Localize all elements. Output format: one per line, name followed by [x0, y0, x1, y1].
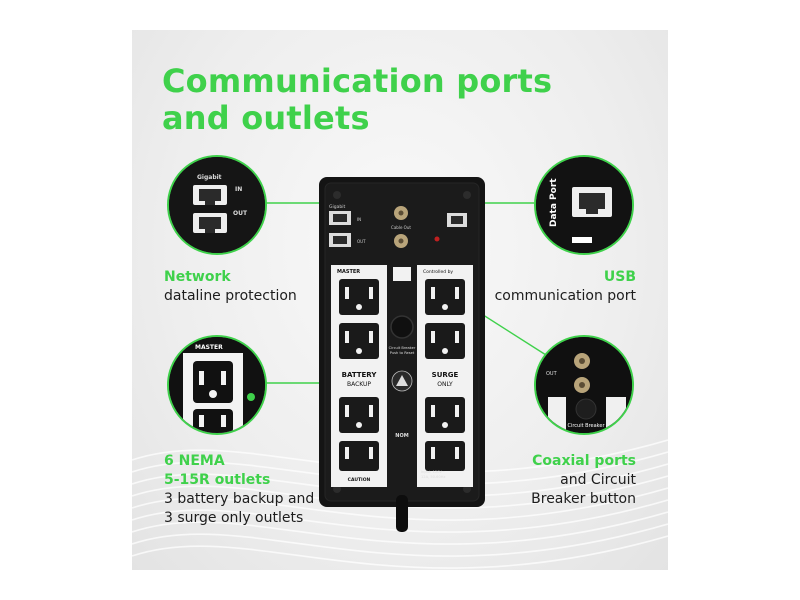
nema-callout: 6 NEMA 5-15R outlets 3 battery backup an… — [164, 452, 314, 528]
usb-port-closeup: Data Port — [534, 155, 634, 255]
network-callout: Network dataline protection — [164, 268, 297, 306]
only-label: ONLY — [437, 381, 453, 388]
coaxial-callout: Coaxial ports and Circuit Breaker button — [531, 452, 636, 509]
device-push-reset-label: Push to Reset — [390, 351, 415, 355]
coaxial-text-line-1: and Circuit — [560, 472, 636, 488]
usb-title: USB — [603, 269, 636, 285]
power-cord — [396, 495, 408, 532]
network-title: Network — [164, 269, 231, 285]
ups-device-rear: Gigabit IN OUT Cable Out MASTER BATTERY … — [319, 177, 485, 532]
input-rating-line2: 12A, 50-60Hz — [421, 475, 445, 479]
nema-title-line-1: 6 NEMA — [164, 453, 225, 469]
nema-title-line-2: 5-15R outlets — [164, 472, 271, 488]
data-port-label: Data Port — [549, 178, 559, 227]
device-in-label: IN — [357, 217, 361, 222]
battery-label: BATTERY — [342, 371, 378, 379]
nema-text-line-2: 3 surge only outlets — [164, 510, 304, 526]
device-circuit-breaker-label: Circuit Breaker — [389, 346, 416, 350]
coaxial-title: Coaxial ports — [532, 453, 636, 469]
backup-label: BACKUP — [347, 381, 371, 388]
coaxial-text-line-2: Breaker button — [531, 491, 636, 507]
in-label: IN — [235, 186, 242, 193]
device-out-label: OUT — [357, 239, 366, 244]
surge-label: SURGE — [432, 371, 459, 379]
input-rating-line1: Input: 120V~ — [421, 470, 445, 474]
headline-line-2: and outlets — [162, 99, 370, 137]
caution-label: CAUTION — [348, 477, 371, 483]
usb-callout: USB communication port — [495, 268, 636, 306]
out-label: OUT — [233, 210, 248, 217]
nema-text-line-1: 3 battery backup and — [164, 491, 315, 507]
gigabit-label: Gigabit — [197, 174, 222, 181]
feature-panel: Communication ports and outlets Gigabit … — [132, 30, 668, 570]
coax-breaker-label: Circuit Breaker — [567, 423, 605, 429]
device-master-label: MASTER — [337, 269, 360, 275]
coaxial-ports-closeup: OUT Circuit Breaker — [534, 335, 634, 435]
master-label: MASTER — [195, 344, 223, 351]
network-port-closeup: Gigabit IN OUT — [167, 155, 267, 255]
coax-out-label: OUT — [546, 371, 558, 377]
controlled-by-label: Controlled by — [423, 269, 453, 275]
headline: Communication ports and outlets — [162, 63, 552, 137]
network-text: dataline protection — [164, 288, 297, 304]
nom-label: NOM — [395, 433, 408, 439]
nema-outlet-closeup: MASTER — [167, 335, 267, 435]
usb-text: communication port — [494, 288, 636, 304]
headline-line-1: Communication ports — [162, 62, 553, 100]
background-wave-pattern — [132, 439, 668, 569]
cable-out-label: Cable Out — [391, 225, 411, 230]
device-gigabit-label: Gigabit — [329, 204, 345, 210]
